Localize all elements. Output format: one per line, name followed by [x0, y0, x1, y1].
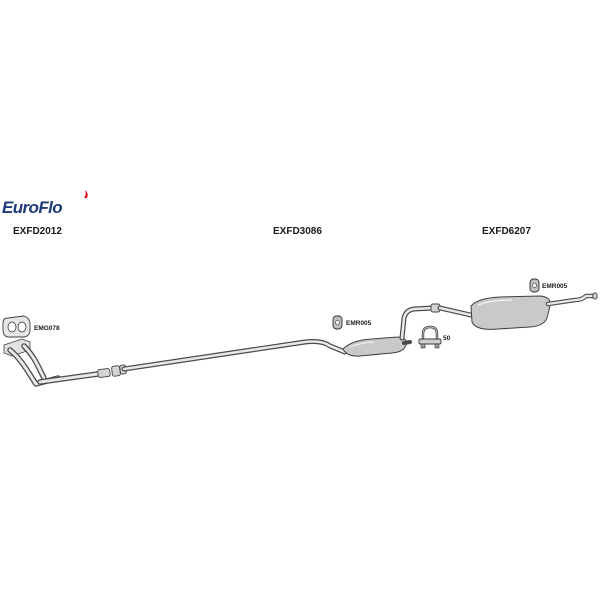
front-pipe-flex-joint: [97, 368, 111, 378]
rubber-mount-icon: [529, 278, 540, 293]
rubber-mount-rear-code: EMR005: [542, 283, 568, 290]
euroflo-logo: EuroFlo: [2, 190, 88, 217]
center-section-coupling: [111, 365, 121, 377]
gasket-part: EMG078: [2, 315, 60, 338]
section-label-rear-box: EXFD6207: [482, 226, 531, 237]
clamp-code: 50: [443, 335, 451, 342]
rubber-mount-icon: [332, 315, 343, 330]
center-section-silencer: [342, 336, 407, 357]
section-label-center-section: EXFD3086: [273, 226, 322, 237]
gasket-code: EMG078: [34, 325, 60, 332]
logo-text: EuroFlo: [2, 198, 62, 217]
rubber-mount-front: EMR005: [332, 315, 372, 330]
logo-flame-icon: [84, 190, 88, 198]
gasket-icon: [2, 315, 31, 338]
rear-box-silencer: [470, 295, 551, 330]
rear-box-tailpipe-tip: [592, 292, 598, 300]
rubber-mount-front-code: EMR005: [346, 320, 372, 327]
rubber-mount-rear: EMR005: [529, 278, 568, 293]
clamp-part: 50: [418, 325, 451, 349]
section-label-front-pipe: EXFD2012: [13, 226, 62, 237]
u-clamp-icon: [418, 325, 442, 349]
rear-box: [399, 292, 598, 341]
center-section: [111, 336, 412, 377]
front-pipe: [3, 338, 111, 387]
